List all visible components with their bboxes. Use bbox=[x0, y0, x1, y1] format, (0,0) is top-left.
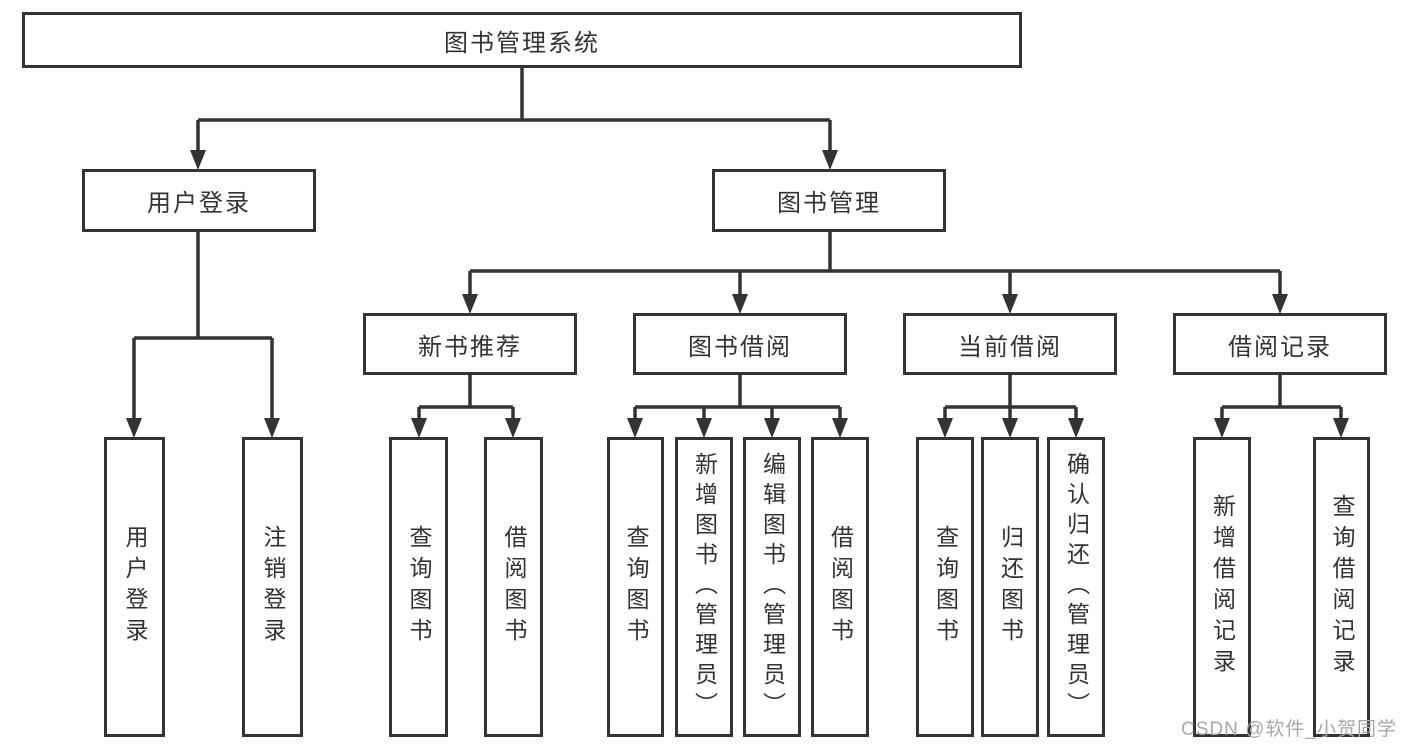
node-borrow-record-label: 借阅记录 bbox=[1228, 333, 1332, 361]
node-book-mgmt-label: 图书管理 bbox=[777, 190, 881, 217]
arrowhead bbox=[832, 418, 848, 438]
leaf-user-login: 用户登录 bbox=[104, 437, 165, 737]
node-book-mgmt: 图书管理 bbox=[712, 169, 946, 232]
arrowhead bbox=[190, 150, 206, 170]
leaf-return-book-label: 归还图书 bbox=[997, 525, 1024, 649]
node-current-borrow: 当前借阅 bbox=[903, 313, 1117, 375]
arrowhead bbox=[822, 150, 838, 170]
node-current-borrow-label: 当前借阅 bbox=[958, 333, 1062, 361]
arrowhead bbox=[696, 418, 712, 438]
leaf-add-borrow-record-label: 新增借阅记录 bbox=[1209, 494, 1236, 680]
node-user-login: 用户登录 bbox=[82, 169, 316, 232]
leaf-confirm-return-admin-label: 确认归还（管理员） bbox=[1063, 452, 1090, 722]
arrowhead bbox=[1272, 294, 1288, 314]
leaf-return-book: 归还图书 bbox=[981, 437, 1039, 737]
leaf-recommend-query-book: 查询图书 bbox=[389, 437, 448, 737]
node-borrow-record: 借阅记录 bbox=[1173, 313, 1387, 375]
arrowhead bbox=[732, 294, 748, 314]
arrowhead bbox=[627, 418, 643, 438]
leaf-add-book-admin: 新增图书（管理员） bbox=[675, 437, 733, 737]
leaf-add-book-admin-label: 新增图书（管理员） bbox=[691, 452, 718, 722]
arrowhead bbox=[264, 418, 280, 438]
arrowhead bbox=[1002, 294, 1018, 314]
node-new-book-recommend-label: 新书推荐 bbox=[418, 333, 522, 361]
leaf-borrow-book-label: 借阅图书 bbox=[827, 525, 854, 649]
leaf-current-query-book-label: 查询图书 bbox=[932, 525, 959, 649]
arrowheads bbox=[126, 150, 1349, 438]
leaf-current-query-book: 查询图书 bbox=[916, 437, 974, 737]
arrowhead bbox=[1068, 418, 1084, 438]
node-new-book-recommend: 新书推荐 bbox=[363, 313, 577, 375]
arrowhead bbox=[462, 294, 478, 314]
arrowhead bbox=[1214, 418, 1230, 438]
connector-path bbox=[132, 66, 1343, 424]
leaf-confirm-return-admin: 确认归还（管理员） bbox=[1047, 437, 1105, 737]
arrowhead bbox=[764, 418, 780, 438]
leaf-edit-book-admin-label: 编辑图书（管理员） bbox=[759, 452, 786, 722]
arrowhead bbox=[937, 418, 953, 438]
node-root-label: 图书管理系统 bbox=[444, 29, 600, 57]
leaf-add-borrow-record: 新增借阅记录 bbox=[1193, 437, 1251, 737]
leaf-borrow-book: 借阅图书 bbox=[811, 437, 869, 737]
leaf-logout-label: 注销登录 bbox=[260, 525, 286, 649]
leaf-borrow-query-book: 查询图书 bbox=[607, 437, 664, 737]
leaf-edit-book-admin: 编辑图书（管理员） bbox=[743, 437, 801, 737]
node-book-borrow-label: 图书借阅 bbox=[688, 333, 792, 361]
arrowhead bbox=[1333, 418, 1349, 438]
arrowhead bbox=[505, 418, 521, 438]
leaf-borrow-query-book-label: 查询图书 bbox=[623, 525, 649, 649]
arrowhead bbox=[1002, 418, 1018, 438]
leaf-query-borrow-record: 查询借阅记录 bbox=[1313, 437, 1370, 737]
leaf-recommend-borrow-book: 借阅图书 bbox=[484, 437, 543, 737]
arrowhead bbox=[126, 418, 142, 438]
leaf-logout: 注销登录 bbox=[242, 437, 303, 737]
node-user-login-label: 用户登录 bbox=[147, 190, 251, 217]
leaf-query-borrow-record-label: 查询借阅记录 bbox=[1329, 494, 1355, 680]
leaf-recommend-query-book-label: 查询图书 bbox=[406, 525, 432, 649]
csdn-watermark: CSDN @软件_小贺同学 bbox=[1181, 719, 1397, 740]
arrowhead bbox=[411, 418, 427, 438]
node-book-borrow: 图书借阅 bbox=[633, 313, 847, 375]
leaf-recommend-borrow-book-label: 借阅图书 bbox=[501, 525, 527, 649]
leaf-user-login-label: 用户登录 bbox=[122, 525, 148, 649]
node-root: 图书管理系统 bbox=[22, 12, 1022, 68]
